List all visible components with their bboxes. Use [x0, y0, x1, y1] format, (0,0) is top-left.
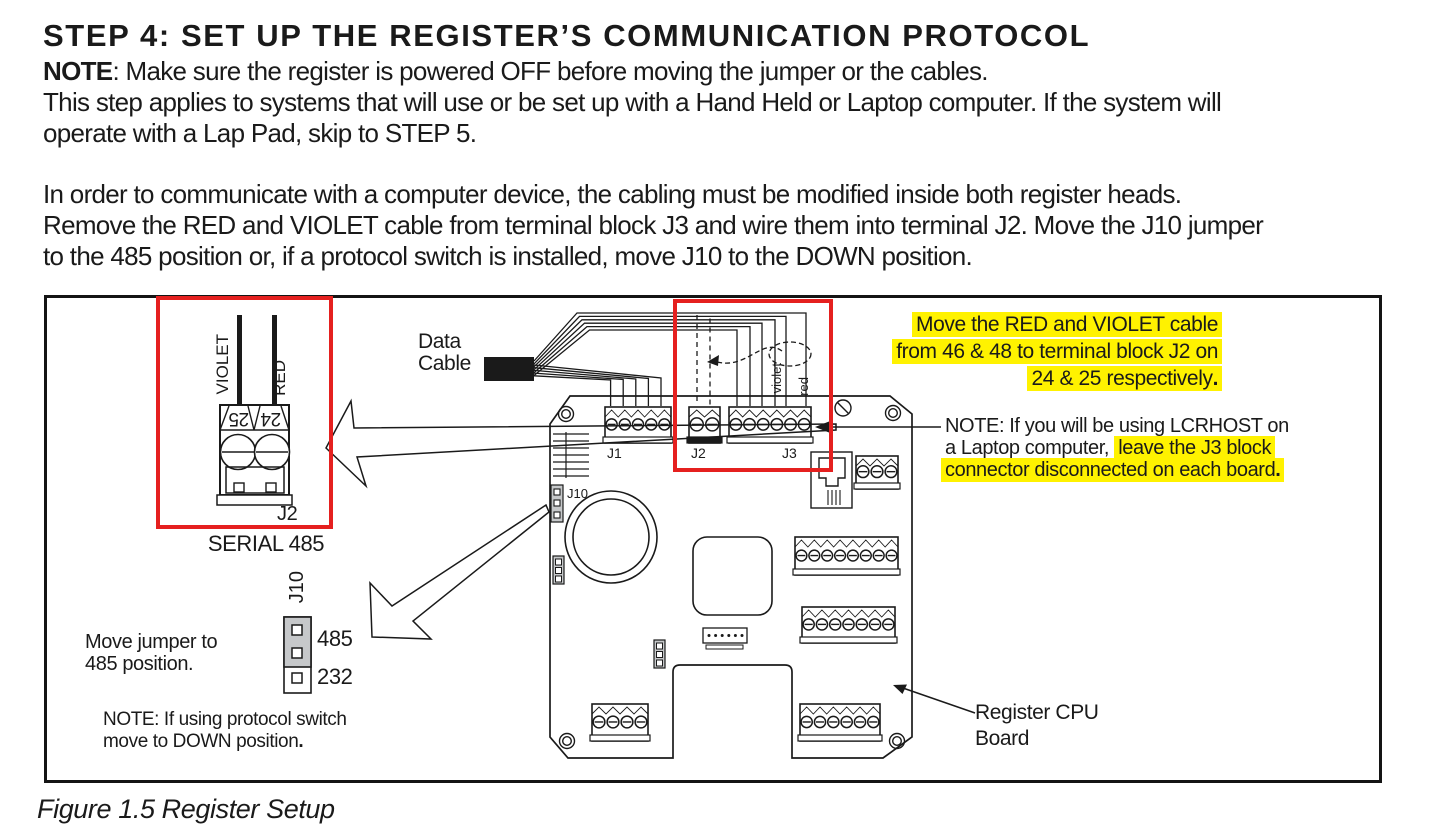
lcrhost-note-line3: connector disconnected on each board.	[941, 458, 1285, 482]
data-cable-plug	[484, 357, 534, 381]
violet-wire-small-label: violet	[769, 363, 784, 394]
j3-label: J3	[782, 445, 797, 461]
protocol-note-line1: NOTE: If using protocol switch	[103, 709, 347, 730]
move-cable-line3: 24 & 25 respectively.	[1027, 366, 1222, 391]
cpu-board-outline	[549, 395, 913, 759]
big-arrow-to-jumper-detail	[369, 503, 550, 640]
move-cable-callout: Move the RED and VIOLET cable from 46 & …	[840, 311, 1222, 392]
j10-detail-label: J10	[286, 571, 308, 604]
data-cable-label-line2: Cable	[418, 352, 471, 375]
j2-j3-callout-box	[673, 299, 833, 472]
wiring	[484, 312, 812, 406]
move-wire-arrowhead	[707, 355, 719, 366]
step-heading: STEP 4: SET UP THE REGISTER’S COMMUNICAT…	[43, 18, 1091, 53]
note-label: NOTE	[43, 56, 113, 86]
serial-485-label: SERIAL 485	[207, 531, 325, 556]
screw-holes	[557, 399, 906, 750]
cpu-board-arrowhead	[893, 684, 907, 694]
processor	[692, 536, 773, 616]
data-cable-label-line1: Data	[418, 330, 461, 353]
lcrhost-period: .	[1275, 459, 1281, 481]
para1-line1-text: : Make sure the register is powered OFF …	[112, 56, 988, 86]
j3-note-arrowhead	[815, 421, 829, 433]
lcrhost-highlight-line3: connector disconnected on each board	[945, 459, 1276, 481]
cpu-board-leader	[899, 686, 976, 714]
jumper-232-label: 232	[317, 664, 353, 689]
figure-border	[44, 295, 1382, 783]
buzzer	[564, 490, 658, 584]
protocol-note-line2: move to DOWN position.	[103, 731, 304, 752]
j2-detail-callout-box	[156, 296, 333, 529]
para2-line2: Remove the RED and VIOLET cable from ter…	[43, 210, 1264, 240]
para2-line1: In order to communicate with a computer …	[43, 179, 1182, 209]
jumper-485-label: 485	[317, 626, 353, 651]
pin-25-label: 25	[228, 408, 250, 429]
j1-label: J1	[607, 445, 622, 461]
pin-24-label: 24	[260, 408, 282, 429]
para1-line2: This step applies to systems that will u…	[43, 87, 1222, 117]
small-jumper-headers	[552, 555, 666, 669]
para1-line3: operate with a Lap Pad, skip to STEP 5.	[43, 118, 477, 148]
j10-jumper-detail	[283, 616, 312, 694]
cpu-board-label-line1: Register CPU	[975, 701, 1099, 724]
move-cable-line2: from 46 & 48 to terminal block J2 on	[892, 339, 1222, 364]
move-cable-period: .	[1212, 367, 1219, 390]
move-jumper-line1: Move jumper to	[85, 631, 218, 653]
j2-detail-label: J2	[277, 503, 298, 525]
lcrhost-note-line1: NOTE: If you will be using LCRHOST on	[945, 415, 1289, 437]
j2-detail-connector	[216, 315, 293, 506]
red-wire-label: RED	[270, 360, 289, 396]
figure-caption: Figure 1.5 Register Setup	[37, 794, 335, 824]
header-comb	[553, 432, 589, 478]
para2-line3: to the 485 position or, if a protocol sw…	[43, 241, 973, 271]
callout-arrows	[325, 398, 976, 714]
j10-board-label: J10	[567, 486, 588, 501]
lcrhost-note-line2: a Laptop computer, leave the J3 block	[945, 436, 1276, 460]
wire-pair-circle	[768, 341, 812, 367]
lcrhost-highlight-line2: leave the J3 block	[1114, 436, 1276, 460]
j10-board-header	[550, 484, 564, 523]
red-wire-small-label: red	[796, 377, 811, 396]
move-jumper-line2: 485 position.	[85, 653, 194, 675]
protocol-note-period: .	[298, 731, 304, 752]
cpu-board-label-line2: Board	[975, 727, 1030, 750]
para1-line1: NOTE: Make sure the register is powered …	[43, 56, 988, 87]
pin-connector	[702, 627, 748, 650]
violet-wire-label: VIOLET	[213, 334, 232, 395]
move-cable-line1: Move the RED and VIOLET cable	[911, 312, 1222, 337]
j2-label: J2	[691, 445, 706, 461]
